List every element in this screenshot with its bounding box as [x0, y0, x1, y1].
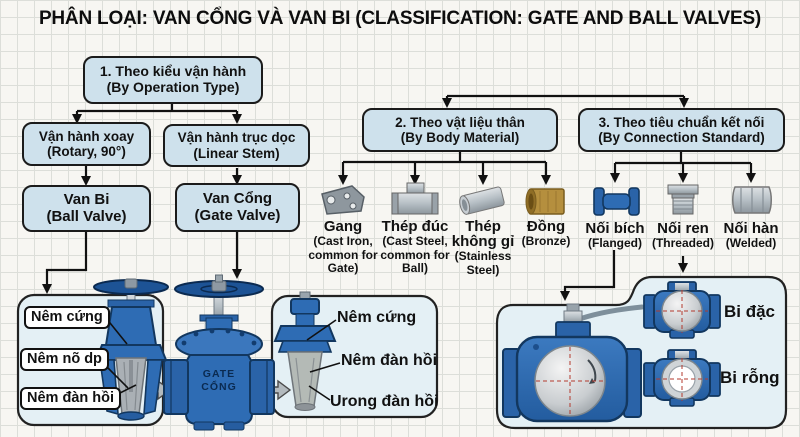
- callout-hard-wedge: Nêm cứng: [24, 306, 110, 329]
- label-flexible-wedge: Nêm đàn hồi: [341, 352, 438, 369]
- node-connection-standard-vi: 3. Theo tiêu chuẩn kết nối: [598, 114, 765, 130]
- connection-desc: (Flanged): [588, 236, 642, 250]
- connector-material-tree: [338, 152, 551, 185]
- gate-valve-illustration: GATE CỔNG: [163, 274, 275, 431]
- material-name: Thép đúc: [381, 218, 449, 235]
- callout-flexible-wedge: Nêm đàn hồi: [20, 387, 122, 410]
- connector-ball-to-wedge-panel: [42, 232, 88, 294]
- node-connection-standard-en: (By Connection Standard): [598, 130, 765, 145]
- ball-valve-large-illustration: [502, 303, 645, 423]
- node-rotary-vi: Vận hành xoay: [38, 128, 135, 144]
- material-desc: (Stainless Steel): [454, 249, 512, 277]
- node-operation-type-vi: 1. Theo kiểu vận hành: [99, 63, 247, 80]
- cast-iron-part-icon: [321, 185, 365, 215]
- material-item-stainless: Thép không gỉ (Stainless Steel): [447, 219, 519, 277]
- connection-name: Nối ren: [657, 220, 709, 237]
- node-ball-valve-en: (Ball Valve): [46, 207, 127, 225]
- node-body-material: 2. Theo vật liệu thân (By Body Material): [362, 108, 558, 152]
- connection-desc: (Welded): [725, 236, 777, 250]
- node-gate-valve: Van Cổng (Gate Valve): [175, 183, 300, 232]
- connection-item-flanged: Nối bích (Flanged): [577, 221, 653, 251]
- material-item-bronze: Đồng (Bronze): [510, 219, 582, 249]
- node-ball-valve: Van Bi (Ball Valve): [22, 185, 151, 232]
- label-solid-ball: Bi đặc: [724, 302, 776, 321]
- material-item-cast-iron: Gang (Cast Iron, common for Gate): [307, 219, 379, 276]
- connector-operation-split: [72, 104, 242, 124]
- connector-top-bracket: [442, 94, 689, 108]
- page-title: PHÂN LOẠI: VAN CỔNG VÀ VAN BI (CLASSIFIC…: [38, 8, 762, 29]
- label-hollow-ball: Bi rỗng: [720, 368, 780, 387]
- material-desc: (Cast Steel, common for Ball): [380, 234, 450, 275]
- node-body-material-vi: 2. Theo vật liệu thân: [395, 114, 525, 130]
- node-connection-standard: 3. Theo tiêu chuẩn kết nối (By Connectio…: [578, 108, 785, 152]
- material-item-cast-steel: Thép đúc (Cast Steel, common for Ball): [379, 219, 451, 276]
- gate-valve-marking-line2: CỔNG: [201, 380, 237, 393]
- connection-desc: (Threaded): [651, 236, 714, 250]
- connection-name: Nối bích: [585, 220, 645, 237]
- step-arrow-right-icon: [265, 379, 292, 401]
- node-rotary: Vận hành xoay (Rotary, 90°): [22, 122, 151, 166]
- threaded-fitting-icon: [667, 184, 699, 215]
- node-gate-valve-en: (Gate Valve): [194, 206, 281, 224]
- node-linear: Vận hành trục dọc (Linear Stem): [163, 124, 310, 167]
- material-name: Đồng: [526, 218, 566, 235]
- gate-valve-marking-line1: GATE: [203, 368, 235, 380]
- material-desc: (Cast Iron, common for Gate): [308, 234, 378, 275]
- ball-panel-box: [495, 275, 788, 430]
- callout-lines: [103, 317, 341, 401]
- node-linear-en: (Linear Stem): [193, 145, 280, 161]
- stainless-steel-pipe-icon: [459, 186, 505, 215]
- node-body-material-en: (By Body Material): [400, 130, 520, 145]
- node-gate-valve-vi: Van Cổng: [202, 189, 273, 207]
- node-rotary-en: (Rotary, 90°): [47, 144, 126, 159]
- node-linear-vi: Vận hành trục dọc: [177, 130, 296, 146]
- callout-expanding-wedge: Nêm nõ dp: [20, 348, 109, 371]
- connection-item-welded: Nối hàn (Welded): [713, 221, 789, 251]
- welded-fitting-icon: [732, 186, 772, 214]
- flanged-spool-icon: [593, 187, 640, 216]
- wedge-cutaway-valve-right: [273, 291, 337, 411]
- connector-connection-tree: [610, 152, 756, 183]
- node-ball-valve-vi: Van Bi: [63, 190, 110, 208]
- ball-valve-solid-illustration: [643, 281, 721, 339]
- connector-flanged-to-ball-panel: [560, 250, 616, 301]
- bronze-bushing-icon: [525, 188, 565, 215]
- label-hard-wedge: Nêm cứng: [337, 309, 417, 326]
- step-arrow-left-icon: [145, 379, 172, 401]
- connection-name: Nối hàn: [723, 220, 779, 237]
- connection-item-threaded: Nối ren (Threaded): [645, 221, 721, 251]
- material-desc: (Bronze): [521, 234, 571, 248]
- label-flexible-wedge-2: Urong đàn hồi: [330, 393, 439, 410]
- node-operation-type: 1. Theo kiểu vận hành (By Operation Type…: [83, 56, 263, 104]
- ball-valve-hollow-illustration: [643, 349, 721, 407]
- material-name: Gang: [323, 218, 363, 235]
- material-name: Thép không gỉ: [451, 218, 515, 250]
- node-operation-type-en: (By Operation Type): [106, 79, 240, 95]
- cast-steel-tee-icon: [391, 182, 439, 215]
